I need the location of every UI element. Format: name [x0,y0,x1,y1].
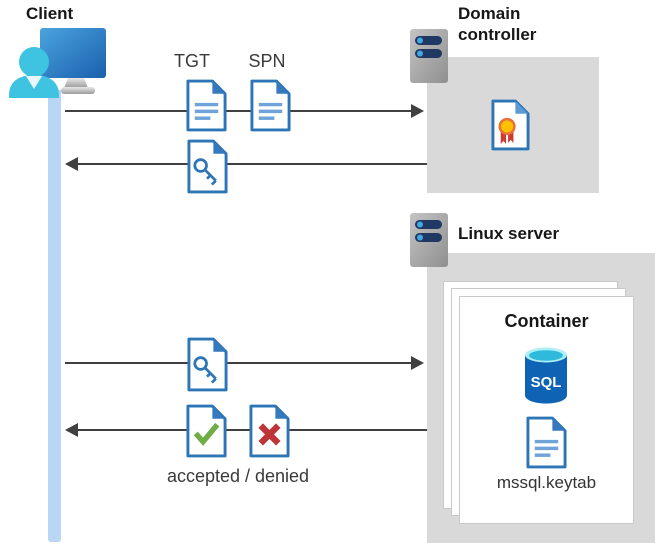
certificate-document-icon [491,99,530,151]
person-collar [26,76,42,89]
arrow-dc-to-client-head [65,157,78,171]
domain-controller-server-icon [410,29,448,83]
accepted-denied-label: accepted / denied [166,466,310,486]
arrow-client-to-dc-line [65,110,412,112]
keytab-document-icon [526,416,567,469]
sql-database-icon: SQL [525,347,567,404]
tgt-document-icon [186,79,227,132]
key-document-icon-bottom [187,337,228,392]
key-glyph [193,158,217,186]
person-head [19,47,49,77]
key-document-icon-top [187,139,228,194]
sql-icon-label: SQL [531,374,562,391]
check-icon [193,422,220,446]
arrow-client-to-container-head [411,356,424,370]
domain-controller-title: Domain controller [458,4,537,44]
container-title: Container [504,311,589,331]
arrow-client-to-dc-head [411,104,424,118]
arrow-container-to-client-head [65,423,78,437]
monitor-base [61,87,95,94]
client-workstation-icon [9,28,106,98]
arrow-client-to-container-line [65,362,412,364]
key-glyph [193,356,217,384]
spn-label: SPN [248,51,286,71]
linux-server-title: Linux server [458,224,560,243]
x-icon [258,423,281,446]
spn-document-icon [250,79,291,132]
arrow-dc-to-client-line [78,163,427,165]
tgt-label: TGT [174,51,210,71]
container-card-front [459,296,634,524]
seal-ribbon [498,117,516,145]
client-lifeline [48,90,61,542]
keytab-filename-label: mssql.keytab [496,473,597,492]
linux-server-icon [410,213,448,267]
denied-x-document-icon [249,404,290,458]
accepted-check-document-icon [186,404,227,458]
monitor-icon [40,28,106,78]
monitor-stand [64,78,88,88]
client-title: Client [26,4,74,23]
